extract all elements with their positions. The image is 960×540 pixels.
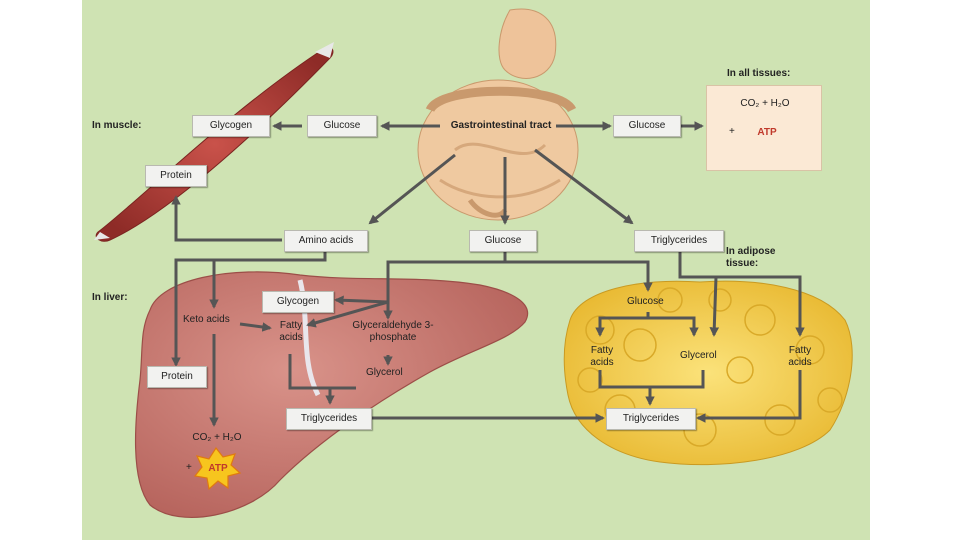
- liver-atp-label: ATP: [208, 463, 228, 474]
- gi-tract-label: Gastrointestinal tract: [450, 120, 552, 131]
- pathway-arrows: [171, 121, 805, 427]
- region-label-muscle: In muscle:: [92, 120, 142, 131]
- region-label-adipose: In adipose tissue:: [726, 246, 776, 269]
- all-tissues-glucose-box: Glucose: [613, 115, 681, 137]
- liver-keto-acids: Keto acids: [183, 314, 230, 325]
- liver-plus: +: [186, 462, 192, 473]
- muscle-illustration: [94, 42, 334, 242]
- center-triglycerides-box: Triglycerides: [634, 230, 724, 252]
- all-tissues-atp-label: ATP: [757, 127, 777, 138]
- muscle-protein-box: Protein: [145, 165, 207, 187]
- all-tissues-plus: +: [729, 126, 735, 137]
- adipose-fatty-acids-left: Fatty acids: [590, 345, 614, 368]
- liver-triglycerides-box: Triglycerides: [286, 408, 372, 430]
- adipose-fatty-acids-right: Fatty acids: [788, 345, 812, 368]
- center-glucose-box: Glucose: [469, 230, 537, 252]
- amino-acids-box: Amino acids: [284, 230, 368, 252]
- muscle-glucose-box: Glucose: [307, 115, 377, 137]
- muscle-glycogen-box: Glycogen: [192, 115, 270, 137]
- all-tissues-panel: [706, 85, 822, 171]
- region-label-all-tissues: In all tissues:: [727, 68, 791, 79]
- liver-g3p: Glyceraldehyde 3-phosphate: [352, 320, 434, 343]
- all-tissues-co2-h2o: CO₂ + H₂O: [740, 98, 790, 109]
- adipose-glucose: Glucose: [627, 296, 664, 307]
- liver-glycogen-box: Glycogen: [262, 291, 334, 313]
- liver-co2-h2o: CO₂ + H₂O: [192, 432, 242, 443]
- liver-protein-box: Protein: [147, 366, 207, 388]
- liver-glycerol: Glycerol: [366, 367, 403, 378]
- adipose-glycerol: Glycerol: [680, 350, 717, 361]
- liver-fatty-acids: Fatty acids: [279, 320, 303, 343]
- adipose-triglycerides-box: Triglycerides: [606, 408, 696, 430]
- atp-burst-icon: [193, 446, 242, 491]
- adipose-illustration: [563, 280, 853, 466]
- gi-tract-illustration: [417, 8, 579, 221]
- region-label-liver: In liver:: [92, 292, 128, 303]
